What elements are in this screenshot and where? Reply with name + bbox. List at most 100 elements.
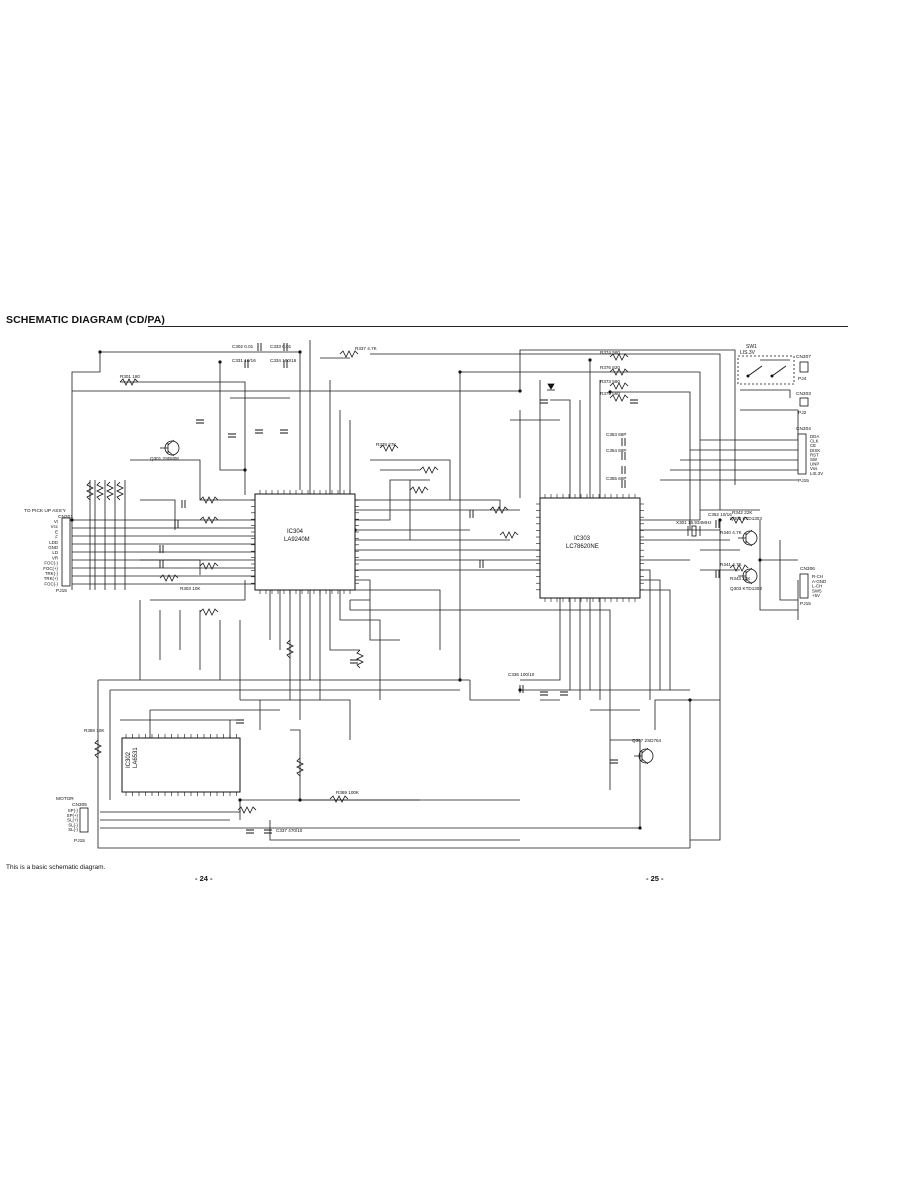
- switch-sw1: SW1 LIS.3V: [737, 344, 795, 385]
- transistor-q302: Q302 KTD1303: [730, 516, 762, 521]
- cn306-ref: CN306: [800, 566, 815, 572]
- resistor-r376: R376 820: [600, 365, 620, 370]
- resistor-r369: R369 100K: [336, 790, 360, 795]
- cn304-pin-label: CE: [810, 443, 816, 448]
- cn304-plug: PJ15: [798, 478, 809, 484]
- cn304-pin-label: LIS.3V: [810, 471, 823, 476]
- cn306-pin-label: R-CH: [812, 574, 823, 579]
- cn303-plug: PJ2: [798, 410, 807, 416]
- wiring: [71, 340, 799, 849]
- cn305-pin-label: SL(+): [67, 818, 78, 823]
- cn301-pin-label: FOC(-): [44, 581, 58, 586]
- cn301-pin-label: E: [55, 529, 58, 534]
- crystal-x301: X301 16.934MHz: [676, 520, 712, 525]
- junction-dots: [70, 350, 762, 830]
- cn301-pin-label: LD: [52, 550, 58, 555]
- diode-symbol: [547, 383, 555, 391]
- cn301-pin-label: GND: [48, 545, 58, 550]
- cn301-pin-label: FOC(-): [44, 561, 58, 566]
- page-number-right: - 25 -: [646, 874, 664, 883]
- capacitor-c334: C334 100/16: [270, 358, 297, 363]
- transistor-symbols: [160, 439, 758, 765]
- cn304-pin-label: CLK: [810, 439, 819, 444]
- ic302-part: LA6531: [133, 747, 139, 768]
- resistor-r340: R340 4.7K: [720, 530, 743, 535]
- cn304-pin-label: SW: [810, 457, 818, 462]
- cn301-pin-label: Vcc: [51, 524, 59, 529]
- cn304-pin-label: Vss: [810, 466, 818, 471]
- cn307-plug: PJ4: [798, 376, 807, 382]
- cn305-note: MOTOR: [56, 796, 74, 802]
- ic304-chip: IC304 LA9240M: [254, 493, 356, 591]
- ic303-chip: IC303 LC78620NE: [539, 497, 641, 599]
- cn303-ref: CN303: [796, 391, 811, 397]
- ic302-chip: IC302 LA6531: [121, 737, 241, 793]
- switch-ref: SW1: [746, 344, 757, 350]
- component-labels: Q301 2SB808 Q302 KTD1303 Q303 KTD1303 Q3…: [84, 344, 762, 833]
- cn301-pin-label: FOC(+): [43, 566, 58, 571]
- resistor-r303: R303 10K: [180, 586, 201, 591]
- title-rule: [148, 326, 848, 327]
- footnote: This is a basic schematic diagram.: [6, 864, 106, 871]
- resistor-r343: R343 22K: [730, 576, 751, 581]
- cn306-pin-label: A-GND: [812, 579, 826, 584]
- capacitor-c352: C352 10/16: [708, 512, 732, 517]
- capacitor-c353: C353 68P: [606, 432, 626, 437]
- ic303-part: LC78620NE: [566, 544, 599, 550]
- connector-cn303: CN303 PJ2: [796, 391, 811, 416]
- cn304-pin-label: UNP: [810, 462, 819, 467]
- resistor-r342: R342 22K: [732, 510, 753, 515]
- cn301-pin-label: TRK(-): [45, 571, 59, 576]
- switch-note: LIS.3V: [740, 350, 756, 356]
- cn307-ref: CN307: [796, 354, 811, 360]
- capacitor-c355: C355 68P: [606, 476, 626, 481]
- connector-cn307: CN307 PJ4: [796, 354, 811, 382]
- capacitor-c333: C333 0.01: [270, 344, 292, 349]
- cn306-plug: PJ15: [800, 601, 811, 607]
- page-title: SCHEMATIC DIAGRAM (CD/PA): [6, 314, 166, 326]
- transistor-q301: Q301 2SB808: [150, 456, 179, 461]
- capacitor-symbols: [159, 343, 720, 834]
- capacitor-c337: C337 470/10: [276, 828, 303, 833]
- cn305-pin-label: SP(+): [67, 813, 79, 818]
- page-number-left: - 24 -: [195, 874, 213, 883]
- resistor-r374: R374 560: [600, 350, 620, 355]
- cn305-pin-labels: SP(-)SP(+)SL(+)SL(-)SL(-): [67, 808, 79, 832]
- resistor-r301: R301 180: [120, 374, 140, 379]
- connector-cn305: MOTOR CN305 PJ15 SP(-)SP(+)SL(+)SL(-)SL(…: [56, 796, 89, 844]
- resistor-symbols: [86, 350, 749, 814]
- resistor-r375: R375 560: [600, 391, 620, 396]
- cn304-pin-label: DDA: [810, 434, 819, 439]
- cn301-pin-label: VR: [52, 555, 58, 560]
- cn301-pin-label: VI: [54, 519, 58, 524]
- cn301-pin-label: F: [55, 535, 58, 540]
- capacitor-c331: C331 10/16: [232, 358, 256, 363]
- cn301-ref: CN301: [58, 514, 73, 520]
- cn301-pin-labels: VIVccEFLDDGNDLDVRFOC(-)FOC(+)TRK(-)TRK(+…: [43, 519, 59, 586]
- resistor-r373: R373 560: [600, 379, 620, 384]
- cn305-ref: CN305: [72, 802, 87, 808]
- cn301-plug: PJ15: [56, 588, 67, 594]
- cn301-pin-label: LDD: [49, 540, 58, 545]
- ic303-ref: IC303: [574, 536, 591, 542]
- resistor-r378: R378 27K: [376, 442, 397, 447]
- cn305-pin-label: SL(-): [68, 822, 78, 827]
- cn304-pin-label: RST: [810, 452, 819, 457]
- cn301-pin-label: TRK(+): [44, 576, 59, 581]
- resistor-r341: R341 4.7K: [720, 562, 743, 567]
- connector-cn301: TO PICK UP ASS'Y CN301 PJ15 VIVccEFLDDGN…: [24, 508, 73, 594]
- cn305-pin-label: SP(-): [68, 808, 79, 813]
- transistor-q303: Q303 KTD1303: [730, 586, 762, 591]
- capacitor-c354: C354 68P: [606, 448, 626, 453]
- cn304-ref: CN304: [796, 426, 811, 432]
- cn306-pin-label: L-CH: [812, 584, 822, 589]
- ic-pins: [125, 490, 644, 796]
- cn305-pin-label: SL(-): [68, 827, 78, 832]
- cn304-pin-label: DISK: [810, 448, 820, 453]
- cn305-plug: PJ15: [74, 838, 85, 844]
- cn301-note: TO PICK UP ASS'Y: [24, 508, 67, 514]
